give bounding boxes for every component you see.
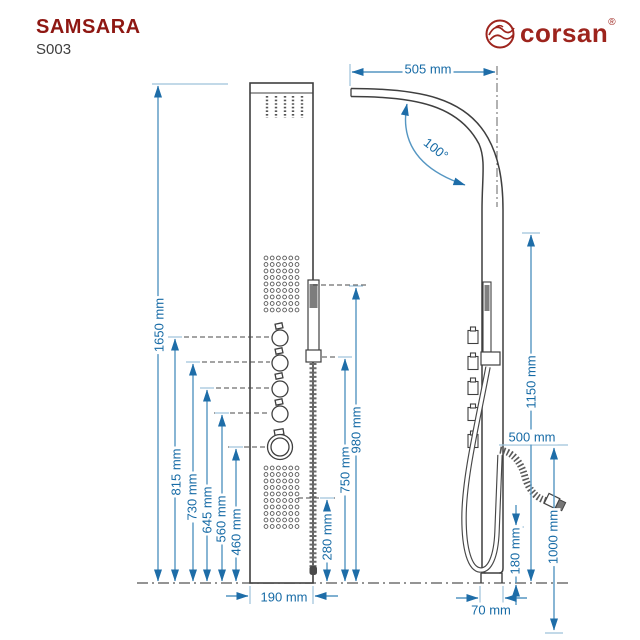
control-knobs	[271, 322, 289, 423]
panel-foot	[480, 572, 503, 583]
label-head-reach: 505 mm	[402, 61, 454, 77]
label-hose-outlet-height: 500 mm	[506, 429, 558, 445]
product-header: SAMSARA S003	[36, 16, 141, 58]
profile-outer	[350, 87, 504, 574]
front-view	[249, 82, 322, 584]
upper-body-jet-grid	[263, 255, 300, 313]
handshower-holder	[305, 349, 322, 363]
label-hose-length: 1000 mm	[545, 507, 561, 567]
label-panel-width: 190 mm	[258, 589, 310, 605]
label-lower-jet-height: 280 mm	[319, 511, 335, 563]
side-extension-ticks	[349, 64, 568, 634]
side-dimension-lines	[349, 64, 568, 634]
brand-logo: corsan ®	[483, 16, 616, 52]
hose-end	[309, 566, 317, 575]
side-view	[350, 66, 567, 583]
flexible-hose	[499, 446, 549, 505]
label-mixer-height: 460 mm	[228, 506, 244, 558]
label-knob4-height: 560 mm	[213, 493, 229, 545]
product-code: S003	[36, 41, 72, 58]
corsan-wave-icon	[485, 19, 515, 49]
brand-wordmark: corsan	[520, 18, 609, 48]
label-handshower-height: 980 mm	[348, 404, 364, 456]
mixer-knob	[266, 428, 294, 461]
product-name: SAMSARA	[36, 16, 141, 38]
label-hose-low-clearance: 180 mm	[507, 525, 523, 577]
handle-grip	[309, 284, 318, 308]
label-upper-height: 1150 mm	[523, 353, 539, 411]
lower-body-jet-grid	[263, 465, 300, 529]
label-overall-height: 1650 mm	[151, 295, 167, 355]
hand-shower-front	[305, 279, 322, 575]
extension-ticks	[152, 83, 363, 604]
head-nozzle-rows	[265, 96, 304, 118]
label-panel-depth: 70 mm	[469, 602, 513, 618]
registered-trademark: ®	[608, 17, 616, 28]
label-knob2-height: 730 mm	[184, 471, 200, 523]
label-knob3-height: 645 mm	[199, 484, 215, 536]
label-knob1-height: 815 mm	[168, 446, 184, 498]
hose-loop	[461, 366, 503, 573]
hand-shower-side	[480, 281, 501, 366]
dim-angle-100	[400, 103, 466, 186]
